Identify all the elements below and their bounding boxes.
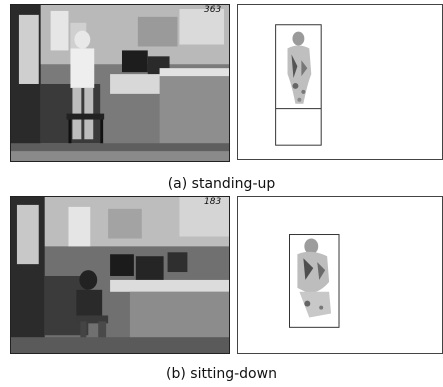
office-scene-standing xyxy=(11,5,229,161)
caption-standing-up: (a) standing-up xyxy=(167,176,276,192)
silhouette-box-standing xyxy=(275,24,322,146)
frame-number-b: 183 xyxy=(204,197,222,207)
photo-standing-up xyxy=(10,4,230,162)
silhouette-box-sitting xyxy=(289,234,340,328)
caption-sitting-down: (b) sitting-down xyxy=(166,366,277,382)
photo-sitting-down xyxy=(10,196,230,354)
silhouette-sitting-down xyxy=(237,196,443,354)
silhouette-standing-up xyxy=(237,4,443,160)
office-scene-sitting xyxy=(11,197,229,353)
frame-number-a: 363 xyxy=(204,5,222,15)
